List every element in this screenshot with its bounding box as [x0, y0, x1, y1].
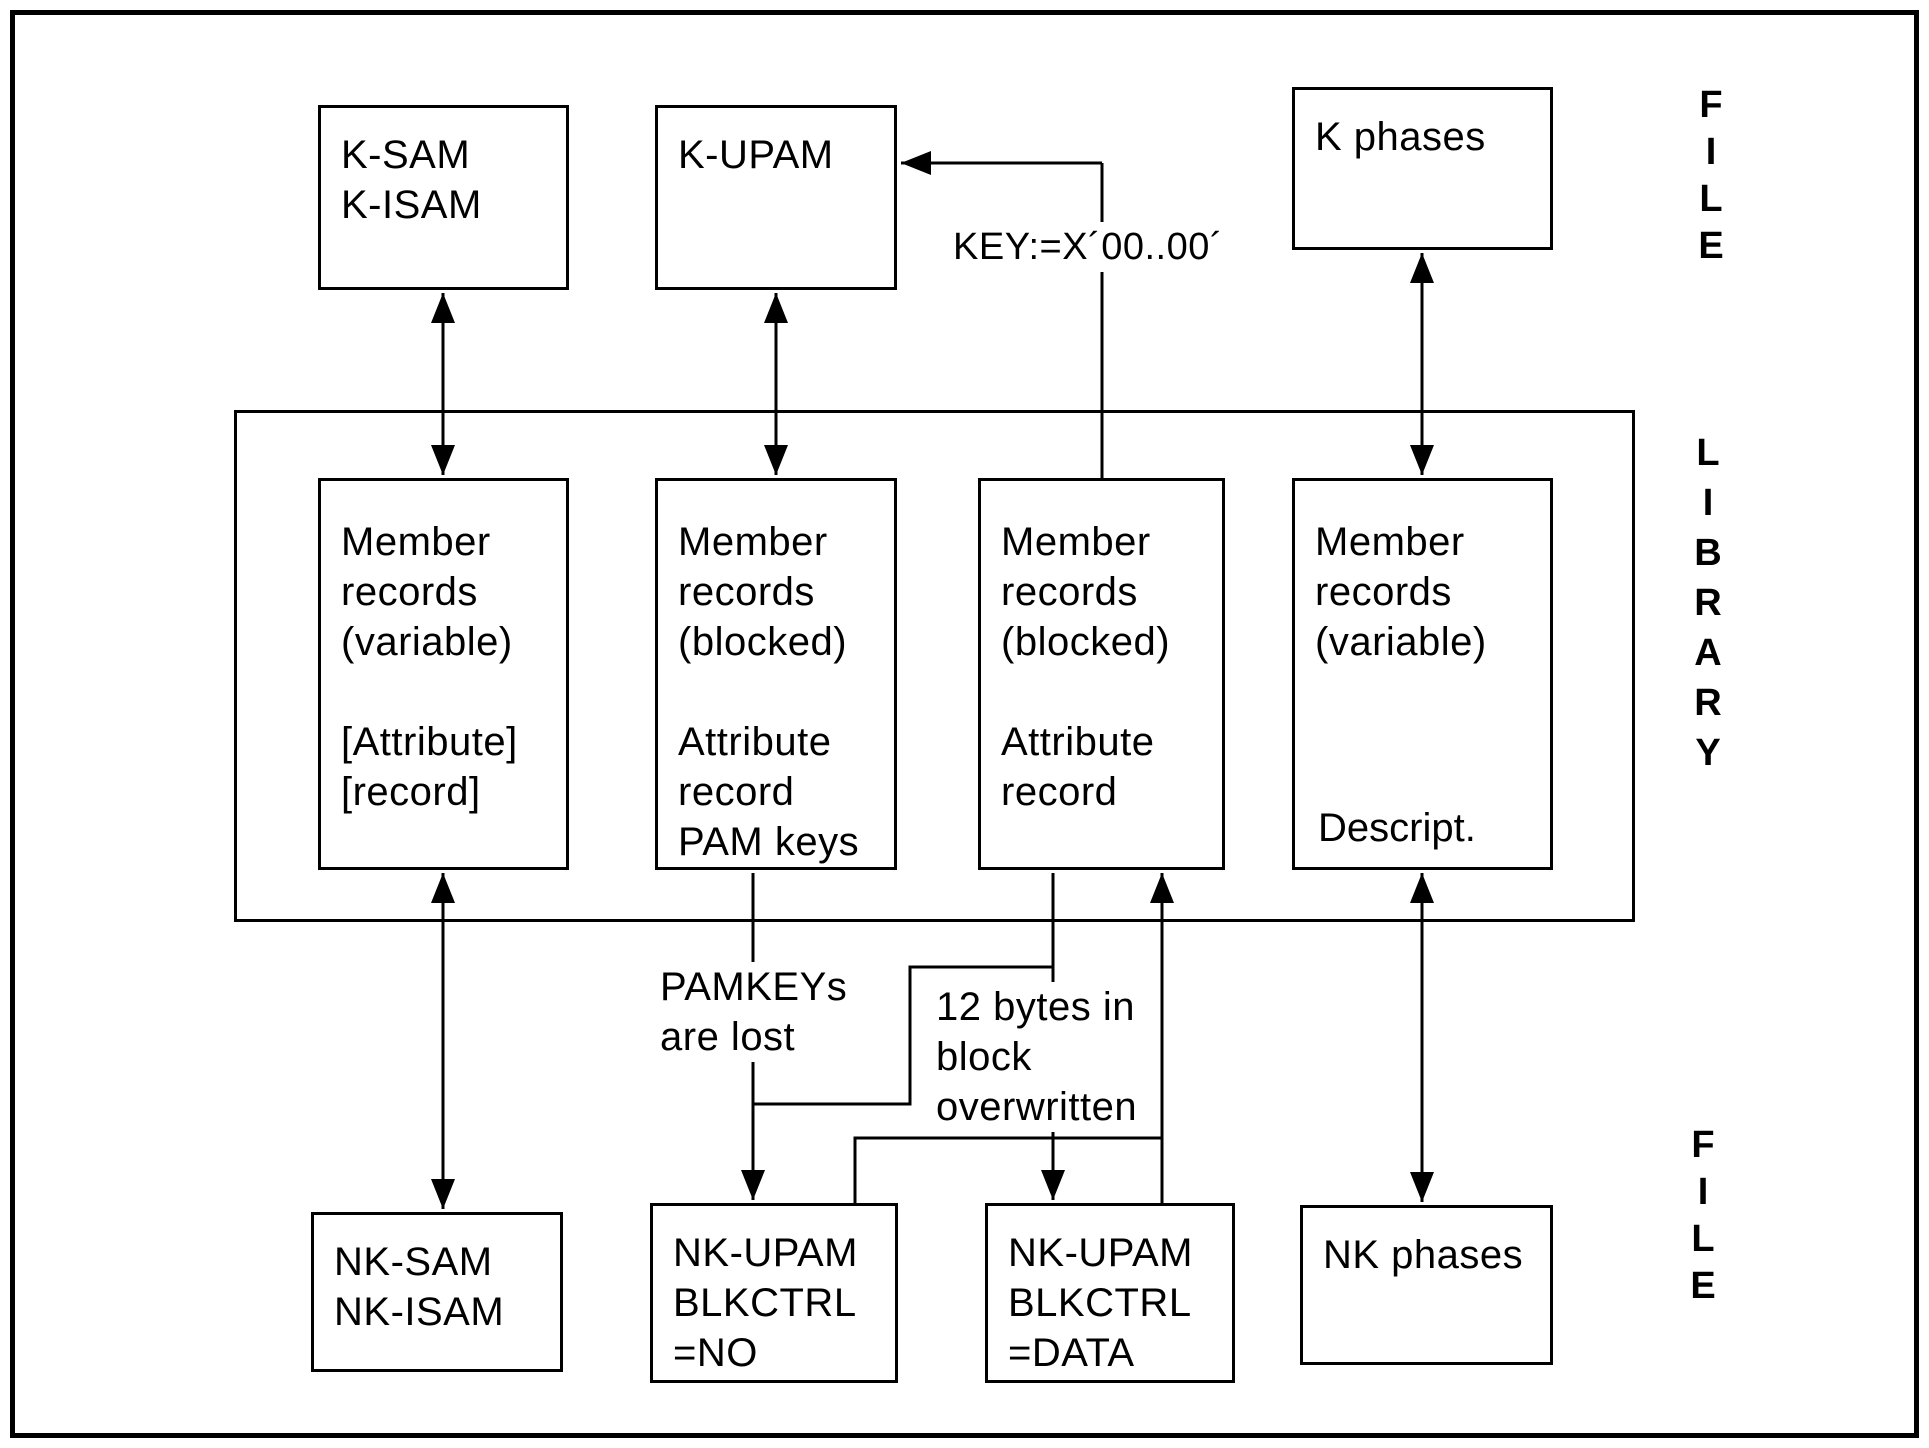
nk-upam-blkctrl-data-label: NK-UPAM BLKCTRL =DATA — [1008, 1231, 1193, 1375]
member-records-blocked-box: Member records (blocked) Attribute recor… — [978, 478, 1225, 870]
member-records-blocked-pamkeys-box: Member records (blocked) Attribute recor… — [655, 478, 897, 870]
library-frame — [234, 410, 1635, 922]
member-records-blocked-label: Member records (blocked) Attribute recor… — [1001, 520, 1171, 814]
k-sam-label: K-SAM K-ISAM — [341, 133, 482, 227]
nk-upam-blkctrl-no-label: NK-UPAM BLKCTRL =NO — [673, 1231, 858, 1375]
descript-label: Descript. — [1318, 806, 1476, 850]
member-records-variable-label-2: Member records (variable) — [1315, 520, 1487, 664]
outer-border — [10, 10, 1919, 1438]
nk-upam-blkctrl-data-box: NK-UPAM BLKCTRL =DATA — [985, 1203, 1235, 1383]
member-records-variable-box-2: Member records (variable) Descript. — [1292, 478, 1553, 870]
nk-upam-blkctrl-no-box: NK-UPAM BLKCTRL =NO — [650, 1203, 898, 1383]
member-records-blocked-pamkeys-label: Member records (blocked) Attribute recor… — [678, 520, 860, 864]
nk-phases-box: NK phases — [1300, 1205, 1553, 1365]
key-assignment-label: KEY:=X´00..00´ — [945, 222, 1231, 272]
k-upam-label: K-UPAM — [678, 133, 834, 177]
pamkeys-lost-label: PAMKEYs are lost — [652, 962, 856, 1062]
nk-sam-label: NK-SAM NK-ISAM — [334, 1240, 505, 1334]
k-phases-label: K phases — [1315, 115, 1486, 159]
nk-phases-label: NK phases — [1323, 1233, 1524, 1277]
member-records-variable-box-1: Member records (variable) [Attribute] [r… — [318, 478, 569, 870]
file-label-top: F I L E — [1698, 84, 1724, 267]
library-label: L I B R A R Y — [1694, 432, 1722, 774]
k-upam-box: K-UPAM — [655, 105, 897, 290]
member-records-variable-label-1: Member records (variable) [Attribute] [r… — [341, 520, 518, 814]
nk-sam-box: NK-SAM NK-ISAM — [311, 1212, 563, 1372]
bytes-overwritten-label: 12 bytes in block overwritten — [928, 982, 1146, 1132]
k-phases-box: K phases — [1292, 87, 1553, 250]
k-sam-box: K-SAM K-ISAM — [318, 105, 569, 290]
file-label-bottom: F I L E — [1690, 1124, 1716, 1307]
